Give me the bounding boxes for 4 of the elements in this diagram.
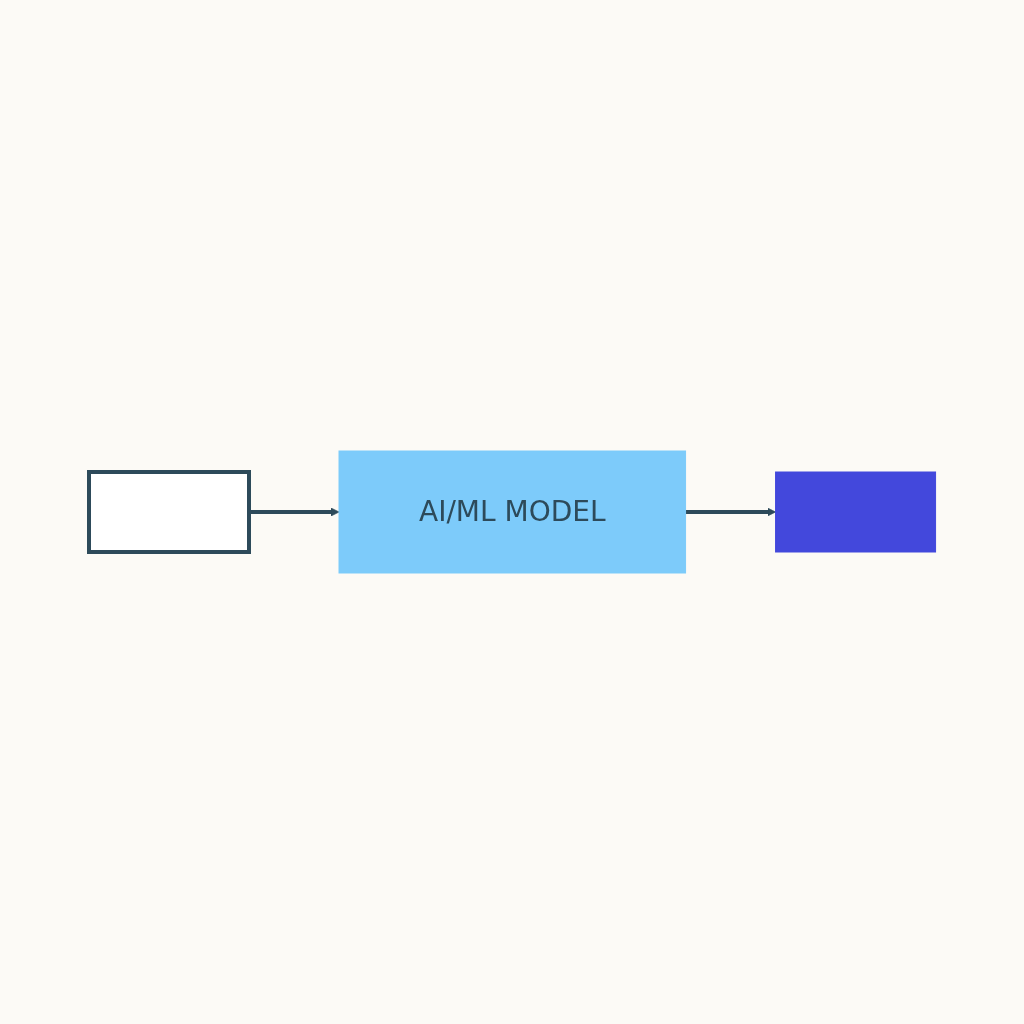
node-box <box>86 470 251 554</box>
node-box: AI/ML MODEL <box>338 450 686 574</box>
arrow <box>685 507 776 517</box>
node-box <box>774 471 936 553</box>
